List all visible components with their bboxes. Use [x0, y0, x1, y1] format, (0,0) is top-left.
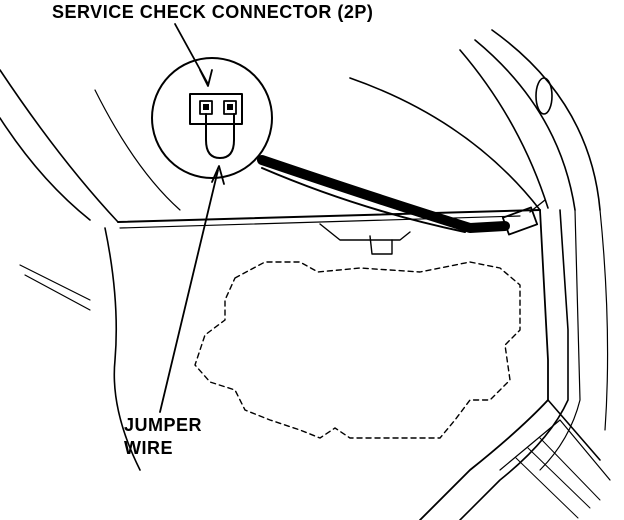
detail-terminal-right: [223, 100, 237, 115]
sill-stripe-3: [515, 457, 579, 519]
hidden-component-outline: [194, 261, 521, 439]
pillar-arc-3: [474, 39, 576, 211]
dash-bracket: [319, 223, 411, 241]
fender-arc-inner: [0, 117, 91, 221]
harness-thin: [261, 167, 466, 233]
sill-stripe-1: [539, 437, 601, 501]
fender-arc-mid: [94, 89, 181, 211]
footwell-left-panel: [104, 227, 141, 471]
pillar-arc-2: [459, 49, 549, 209]
fender-arc-outer: [0, 69, 119, 223]
jumper-label-leader: [159, 169, 219, 413]
jumper-wire-label-line1: JUMPER: [124, 415, 203, 435]
jumper-wire-label: JUMPER WIRE: [124, 414, 202, 460]
sill-lower: [499, 419, 611, 481]
connector-lead: [529, 199, 546, 213]
detail-connector-housing: [189, 93, 243, 125]
pillar-outer: [419, 209, 549, 520]
pillar-inner: [459, 209, 569, 520]
left-lower-lines-2: [24, 274, 91, 311]
sill-top: [547, 399, 601, 461]
left-lower-lines-1: [19, 264, 91, 301]
jumper-wire-label-line2: WIRE: [124, 438, 173, 458]
connector-2p: [501, 206, 539, 236]
pillar-edge: [539, 209, 581, 471]
dash-lower-edge: [117, 209, 541, 223]
pillar-right-edge: [599, 209, 609, 431]
pillar-hole: [535, 77, 553, 115]
connector-label-arrowhead: [199, 69, 213, 87]
dash-bracket-tab: [369, 235, 393, 255]
pillar-arc-1: [349, 77, 541, 211]
jumper-label-arrowhead: [211, 165, 225, 185]
sill-stripe-2: [527, 447, 591, 509]
harness-thick: [257, 155, 510, 233]
service-check-connector-label: SERVICE CHECK CONNECTOR (2P): [52, 2, 374, 22]
pillar-arc-4: [491, 29, 601, 211]
detail-circle: [151, 57, 273, 179]
detail-jumper-wire: [205, 113, 235, 159]
